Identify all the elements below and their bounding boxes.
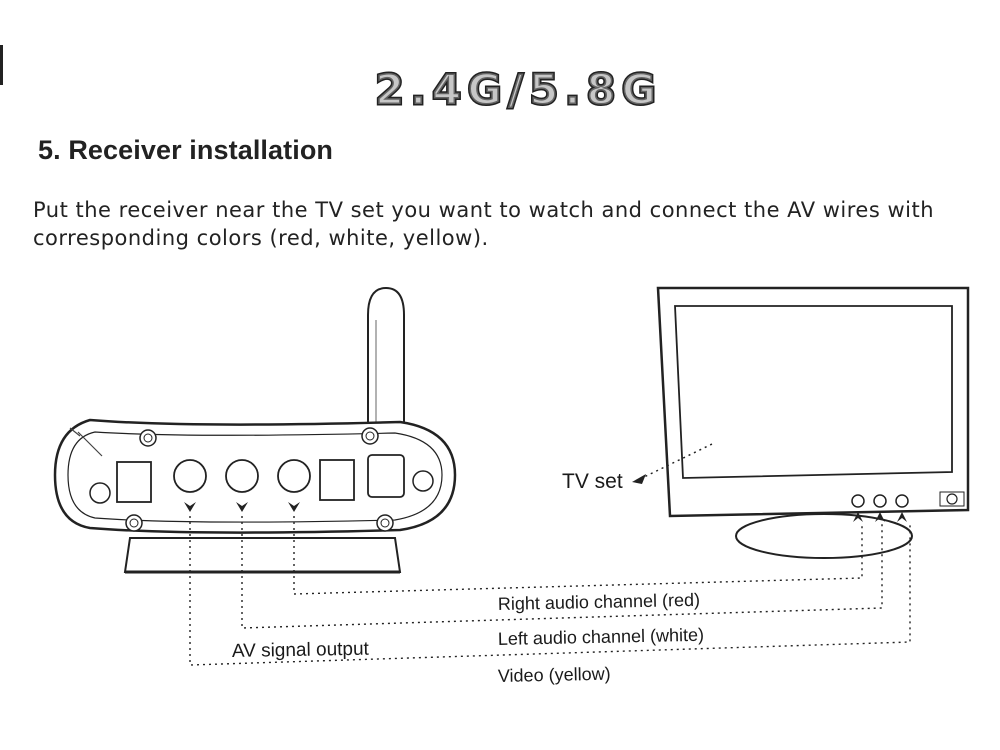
- right-audio-label: Right audio channel (red): [498, 590, 700, 614]
- tv-label-pointer: [632, 443, 713, 484]
- av-cable-lines: [189, 516, 911, 666]
- logo-2-4g-5-8g: 2.4G/5.8G 2.4G/5.8G: [374, 64, 662, 116]
- receiver-stand: [123, 537, 402, 574]
- tv-monitor: [656, 286, 970, 559]
- svg-text:2.4G/5.8G: 2.4G/5.8G: [375, 65, 662, 114]
- installation-diagram: TV set Right audio channel (red) Left au…: [53, 286, 970, 686]
- left-audio-label: Left audio channel (white): [498, 625, 705, 649]
- section-heading: 5. Receiver installation: [38, 135, 334, 165]
- svg-text:2.4G/5.8G: 2.4G/5.8G: [375, 65, 662, 114]
- instruction-text: Put the receiver near the TV set you wan…: [33, 198, 935, 250]
- av-output-jacks: [173, 459, 311, 512]
- tv-set-label: TV set: [562, 470, 623, 493]
- page-edge-mark: [0, 45, 3, 85]
- av-signal-output-label: AV signal output: [232, 639, 370, 662]
- video-label: Video (yellow): [498, 664, 611, 686]
